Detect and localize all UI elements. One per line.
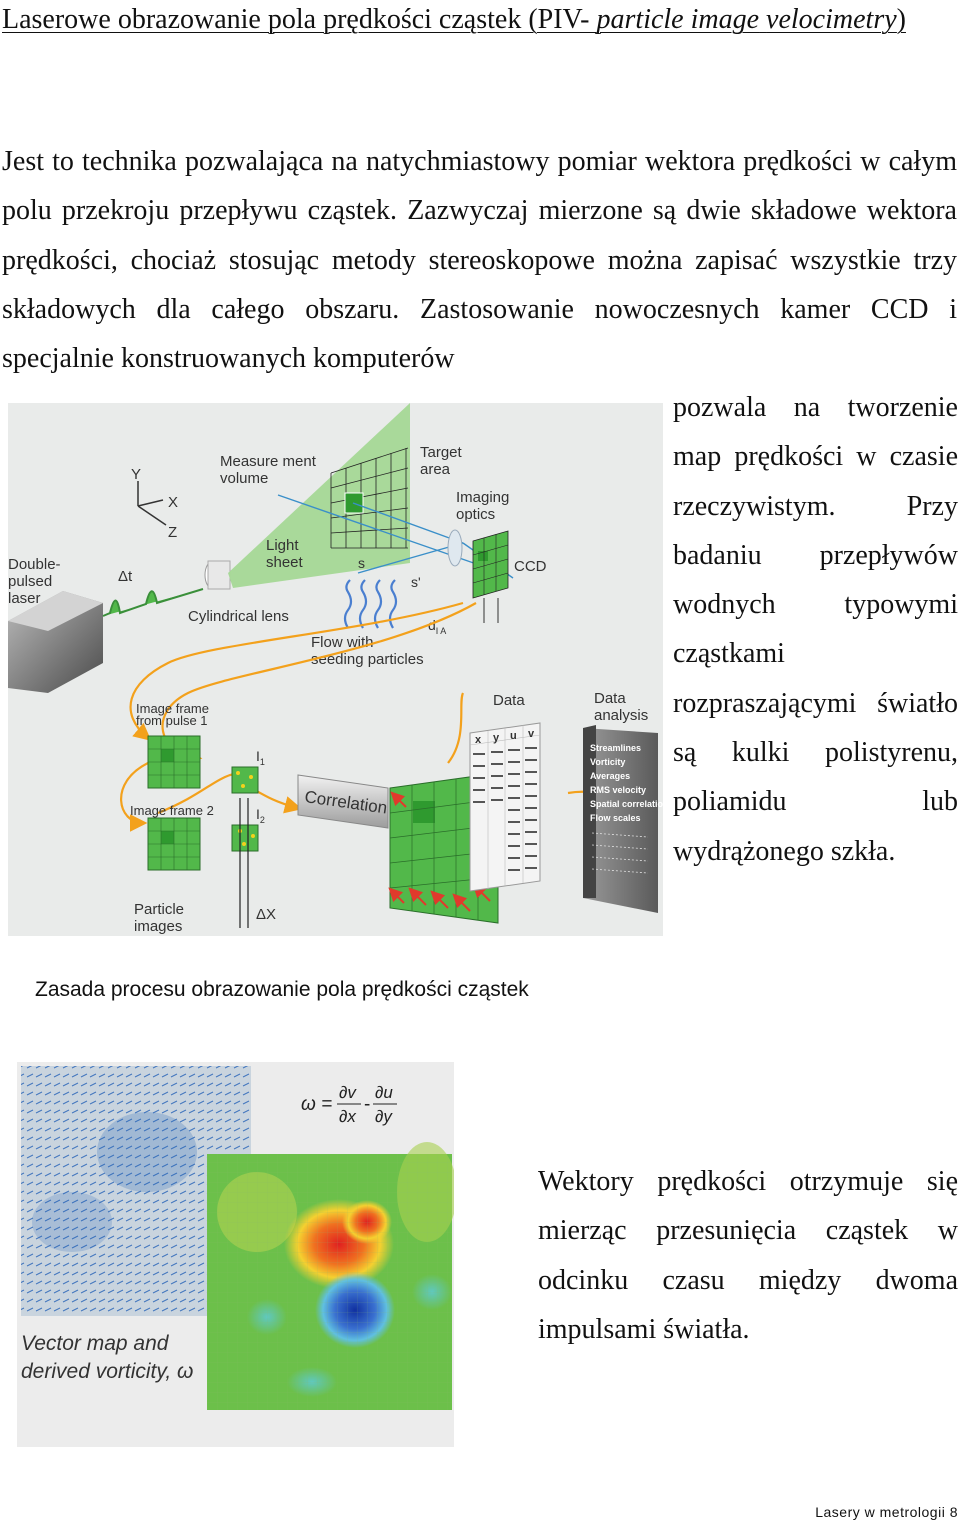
page-title: Laserowe obrazowanie pola prędkości cząs… xyxy=(2,4,906,35)
light-sheet-label-2: sheet xyxy=(266,554,304,571)
page-footer: Lasery w metrologii 8 xyxy=(815,1504,958,1520)
flow-label-1: Flow with xyxy=(311,634,374,651)
imaging-label-2: optics xyxy=(456,506,495,523)
flow-arrows-icon xyxy=(343,579,398,629)
target-label-2: area xyxy=(420,461,451,478)
interrogation-cell-2 xyxy=(231,824,259,852)
imaging-lens-icon xyxy=(447,529,463,567)
vector-map-figure: ω = ∂v ∂x - ∂u ∂y Vector map and derived… xyxy=(17,1062,457,1447)
dia-label: dI A xyxy=(428,617,446,636)
image-frame-2-grid xyxy=(147,817,201,871)
axis-z-label: Z xyxy=(168,524,177,541)
frame1-label-2: from pulse 1 xyxy=(136,713,208,728)
flow-label-2: seeding particles xyxy=(311,651,424,668)
table-header-v: v xyxy=(528,728,535,740)
laser-label-3: laser xyxy=(8,590,41,607)
target-area-grid xyxy=(330,447,409,549)
s-label: s xyxy=(358,555,365,571)
vorticity-formula: ω = ∂v ∂x - ∂u ∂y xyxy=(301,1083,397,1126)
formula-dv: ∂v xyxy=(339,1083,357,1102)
table-header-x: x xyxy=(475,734,482,746)
measurement-label-1: Measure ment xyxy=(220,453,317,470)
frame1-label-1: Image frame xyxy=(136,701,209,716)
table-header-y: y xyxy=(493,732,500,744)
laser-pulses-icon xyxy=(102,588,204,617)
formula-du: ∂u xyxy=(375,1083,393,1102)
table-header-u: u xyxy=(510,730,517,742)
side-paragraph: pozwala na tworzenie map prędkości w cza… xyxy=(673,392,958,867)
particle-label-2: images xyxy=(134,918,182,935)
frame2-label: Image frame 2 xyxy=(130,803,214,818)
formula-dx: ∂x xyxy=(339,1107,356,1126)
image-frame-1-grid xyxy=(147,735,201,789)
target-label-1: Target xyxy=(420,444,463,461)
i2-label: I2 xyxy=(256,806,265,825)
vectors-paragraph: Wektory prędkości otrzymuje się mierząc … xyxy=(538,1166,958,1345)
intro-paragraph: Jest to technika pozwalająca na natychmi… xyxy=(2,146,957,375)
data-table-icon: x y u v xyxy=(469,722,541,892)
ccd-label: CCD xyxy=(514,558,547,575)
laser-label-1: Double- xyxy=(8,556,61,573)
figure-caption: Zasada procesu obrazowanie pola prędkośc… xyxy=(35,978,529,1001)
laser-label-2: pulsed xyxy=(8,573,52,590)
axis-x-label: X xyxy=(168,494,178,511)
formula-omega: ω = xyxy=(301,1094,332,1115)
data-label: Data xyxy=(493,692,525,709)
axis-y-label: Y xyxy=(131,466,141,483)
light-sheet-label-1: Light xyxy=(266,537,299,554)
interrogation-cell-1 xyxy=(231,766,259,794)
axes-icon xyxy=(137,481,167,526)
piv-principle-diagram: Y X Z Double- pulsed laser Δt Cylindrica… xyxy=(8,403,669,936)
analysis-panel-icon xyxy=(583,725,658,913)
measurement-label-2: volume xyxy=(220,470,268,487)
cylindrical-lens-label: Cylindrical lens xyxy=(188,608,289,625)
laser-icon xyxy=(8,591,103,693)
vector-map-label-2: derived vorticity, ω xyxy=(21,1360,193,1383)
analysis-item-streamlines: Streamlines xyxy=(590,743,641,753)
analysis-label-1: Data xyxy=(594,690,626,707)
correlation-block xyxy=(297,774,389,829)
analysis-item-vorticity: Vorticity xyxy=(590,757,625,767)
formula-minus: - xyxy=(364,1094,370,1115)
analysis-label-2: analysis xyxy=(594,707,648,724)
cylindrical-lens-icon xyxy=(204,560,231,590)
i1-label: I1 xyxy=(256,748,265,767)
formula-dy: ∂y xyxy=(375,1107,393,1126)
analysis-item-rms: RMS velocity xyxy=(590,785,646,795)
delta-x-label: ΔX xyxy=(256,906,276,923)
analysis-item-averages: Averages xyxy=(590,771,630,781)
light-sheet xyxy=(228,403,410,588)
particle-label-1: Particle xyxy=(134,901,184,918)
analysis-item-flow-scales: Flow scales xyxy=(590,813,641,823)
delta-t-label: Δt xyxy=(118,568,133,585)
s-prime-label: s' xyxy=(411,574,421,590)
ccd-sensor-grid xyxy=(472,530,509,599)
imaging-label-1: Imaging xyxy=(456,489,509,506)
vector-map-label-1: Vector map and xyxy=(21,1332,170,1355)
analysis-item-spatial: Spatial correlation xyxy=(590,799,663,809)
